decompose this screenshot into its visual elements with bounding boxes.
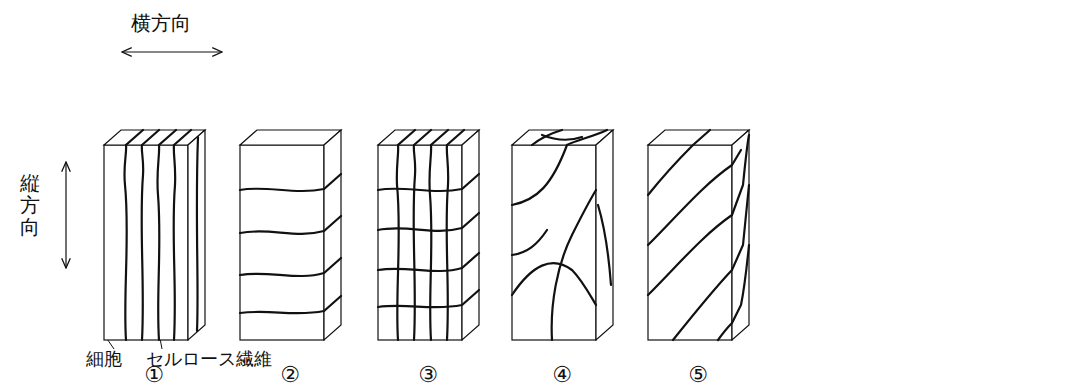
vertical-arrow bbox=[65, 162, 66, 268]
cell-box bbox=[648, 130, 749, 340]
callout-number: ④ bbox=[552, 362, 572, 388]
cell-box bbox=[240, 130, 341, 340]
direction-label-holder: 横方向 bbox=[131, 11, 191, 35]
callout-number-holder: ⑤ bbox=[688, 362, 708, 388]
part-label: セルロース繊維 bbox=[146, 348, 272, 370]
callout-number: ⑤ bbox=[688, 362, 708, 388]
part-label: 細胞 bbox=[86, 348, 122, 370]
horizontal-arrow bbox=[122, 51, 222, 52]
callout-number-holder: ③ bbox=[418, 362, 438, 388]
callout-number: ② bbox=[280, 362, 300, 388]
callout-number-holder: ① bbox=[144, 362, 164, 388]
callout-number-holder: ② bbox=[280, 362, 300, 388]
callout-number: ① bbox=[144, 362, 164, 388]
part-label-holder: セルロース繊維 bbox=[146, 348, 272, 370]
callout-number: ③ bbox=[418, 362, 438, 388]
direction-label-holder: 縦方向 bbox=[20, 172, 40, 238]
cell-box bbox=[378, 130, 479, 340]
direction-label: 横方向 bbox=[131, 11, 191, 35]
part-label-holder: 細胞 bbox=[86, 348, 122, 370]
cell-box bbox=[104, 130, 205, 340]
direction-label: 縦方向 bbox=[20, 172, 40, 238]
callout-number-holder: ④ bbox=[552, 362, 572, 388]
cell-box bbox=[512, 130, 613, 340]
